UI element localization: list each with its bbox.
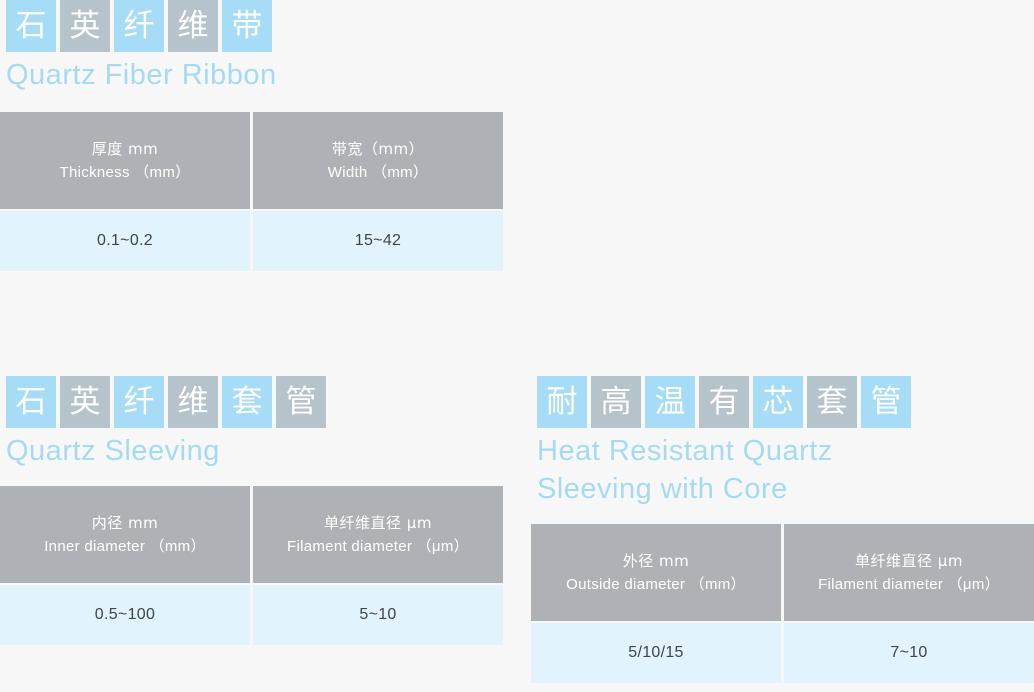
- spec-column: 厚度 mm Thickness （mm） 0.1~0.2: [0, 112, 250, 271]
- spec-header-cell: 厚度 mm Thickness （mm）: [0, 112, 250, 209]
- spec-value-cell: 5~10: [253, 585, 503, 645]
- spec-value-cell: 7~10: [784, 623, 1034, 683]
- cjk-tile: 维: [168, 376, 218, 428]
- spec-header-cn: 厚度 mm: [91, 139, 159, 158]
- cjk-tile: 英: [60, 0, 110, 52]
- spec-header-cn: 单纤维直径 μm: [324, 513, 432, 532]
- cjk-title-quartz-fiber-ribbon: 石 英 纤 维 带: [0, 0, 503, 52]
- spec-header-en: Filament diameter （μm）: [818, 575, 1000, 593]
- spec-value-cell: 0.5~100: [0, 585, 250, 645]
- spec-header-en: Thickness （mm）: [59, 163, 191, 181]
- spec-header-cn: 单纤维直径 μm: [855, 551, 963, 570]
- cjk-tile: 管: [276, 376, 326, 428]
- cjk-tile: 纤: [114, 0, 164, 52]
- cjk-tile: 温: [645, 376, 695, 428]
- spec-value-cell: 15~42: [253, 211, 503, 271]
- spec-column: 单纤维直径 μm Filament diameter （μm） 5~10: [253, 486, 503, 645]
- spec-column: 单纤维直径 μm Filament diameter （μm） 7~10: [784, 524, 1034, 683]
- spec-column: 带宽（mm） Width （mm） 15~42: [253, 112, 503, 271]
- section-quartz-sleeving: 石 英 纤 维 套 管 Quartz Sleeving 内径 mm Inner …: [0, 376, 503, 645]
- cjk-tile: 套: [807, 376, 857, 428]
- section-heat-resistant-quartz-sleeving-with-core: 耐 高 温 有 芯 套 管 Heat Resistant Quartz Slee…: [531, 376, 1034, 683]
- spec-header-en: Outside diameter （mm）: [566, 575, 746, 593]
- cjk-tile: 套: [222, 376, 272, 428]
- spec-column: 内径 mm Inner diameter （mm） 0.5~100: [0, 486, 250, 645]
- spec-header-cn: 内径 mm: [91, 513, 159, 532]
- cjk-tile: 高: [591, 376, 641, 428]
- cjk-title-quartz-sleeving: 石 英 纤 维 套 管: [0, 376, 503, 428]
- en-title-heat-resistant-quartz-sleeving: Heat Resistant Quartz Sleeving with Core: [537, 435, 833, 505]
- en-title-quartz-fiber-ribbon: Quartz Fiber Ribbon: [6, 59, 277, 91]
- spec-header-cell: 内径 mm Inner diameter （mm）: [0, 486, 250, 583]
- cjk-tile: 纤: [114, 376, 164, 428]
- cjk-tile: 维: [168, 0, 218, 52]
- spec-header-cn: 外径 mm: [622, 551, 690, 570]
- cjk-title-heat-resistant-quartz-sleeving: 耐 高 温 有 芯 套 管: [531, 376, 1034, 428]
- spec-column: 外径 mm Outside diameter （mm） 5/10/15: [531, 524, 781, 683]
- spec-table-quartz-sleeving: 内径 mm Inner diameter （mm） 0.5~100 单纤维直径 …: [0, 486, 503, 645]
- spec-header-en: Width （mm）: [327, 163, 429, 181]
- spec-header-en: Inner diameter （mm）: [44, 537, 206, 555]
- spec-header-cn: 带宽（mm）: [331, 139, 425, 158]
- spec-value-cell: 5/10/15: [531, 623, 781, 683]
- spec-header-cell: 单纤维直径 μm Filament diameter （μm）: [784, 524, 1034, 621]
- en-title-quartz-sleeving: Quartz Sleeving: [6, 435, 220, 467]
- section-quartz-fiber-ribbon: 石 英 纤 维 带 Quartz Fiber Ribbon 厚度 mm Thic…: [0, 0, 503, 271]
- spec-table-heat-resistant-quartz-sleeving: 外径 mm Outside diameter （mm） 5/10/15 单纤维直…: [531, 524, 1034, 683]
- spec-header-en: Filament diameter （μm）: [287, 537, 469, 555]
- cjk-tile: 带: [222, 0, 272, 52]
- cjk-tile: 有: [699, 376, 749, 428]
- cjk-tile: 石: [6, 0, 56, 52]
- spec-table-quartz-fiber-ribbon: 厚度 mm Thickness （mm） 0.1~0.2 带宽（mm） Widt…: [0, 112, 503, 271]
- cjk-tile: 芯: [753, 376, 803, 428]
- spec-value-cell: 0.1~0.2: [0, 211, 250, 271]
- cjk-tile: 石: [6, 376, 56, 428]
- cjk-tile: 耐: [537, 376, 587, 428]
- spec-header-cell: 单纤维直径 μm Filament diameter （μm）: [253, 486, 503, 583]
- cjk-tile: 管: [861, 376, 911, 428]
- spec-header-cell: 外径 mm Outside diameter （mm）: [531, 524, 781, 621]
- cjk-tile: 英: [60, 376, 110, 428]
- spec-header-cell: 带宽（mm） Width （mm）: [253, 112, 503, 209]
